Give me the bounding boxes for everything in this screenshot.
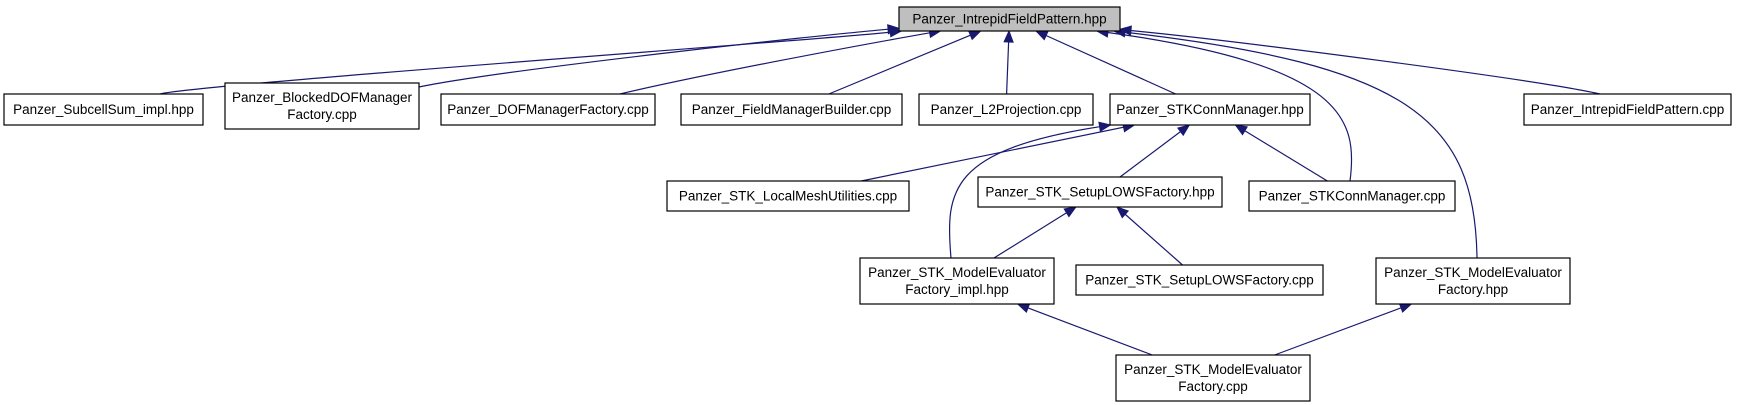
edge-modeleval_cpp-to-modeleval_impl [1016,303,1153,356]
node-label: Panzer_SubcellSum_impl.hpp [13,102,194,117]
node-label: Panzer_STKConnManager.hpp [1116,102,1304,117]
arrowhead [1034,30,1049,41]
edge-line [861,126,1125,182]
node-label: Factory_impl.hpp [905,282,1009,297]
node-box[interactable] [977,176,1223,208]
edge-l2projection-to-root [1003,29,1014,95]
node-label: Panzer_STK_ModelEvaluator [1124,362,1302,377]
node-stkconn_hpp[interactable]: Panzer_STKConnManager.hpp [1109,93,1311,126]
edge-line [1123,31,1478,259]
edge-line [1243,129,1328,182]
edge-line [1044,34,1176,95]
edge-line [1026,306,1153,356]
edge-modeleval_impl-to-setuplows_hpp [993,206,1078,259]
edge-modeleval_impl-to-stkconn_hpp [948,121,1112,259]
node-label: Panzer_L2Projection.cpp [931,102,1082,117]
edge-dofmanager-to-root [619,27,942,95]
node-label: Panzer_FieldManagerBuilder.cpp [692,102,892,117]
edge-blockeddof-to-root [418,24,901,88]
edge-line [1119,130,1182,178]
node-root[interactable]: Panzer_IntrepidFieldPattern.hpp [898,6,1121,32]
arrowhead [1016,303,1031,313]
edge-line [993,211,1068,259]
node-box[interactable] [3,93,204,126]
node-box[interactable] [1523,93,1732,126]
node-box[interactable] [898,6,1121,32]
node-label: Panzer_STK_SetupLOWSFactory.cpp [1085,273,1314,288]
node-box[interactable] [1115,354,1311,402]
node-dofmanager[interactable]: Panzer_DOFManagerFactory.cpp [440,93,656,126]
node-l2projection[interactable]: Panzer_L2Projection.cpp [918,93,1094,126]
edge-modeleval_hpp-to-root [1112,27,1478,259]
node-label: Panzer_STKConnManager.cpp [1259,189,1446,204]
node-label: Panzer_IntrepidFieldPattern.hpp [912,12,1106,27]
edge-line [1006,40,1010,95]
edge-line [159,31,892,95]
node-box[interactable] [1109,93,1311,126]
node-box[interactable] [680,93,903,126]
node-label: Panzer_STK_ModelEvaluator [1384,265,1562,280]
edge-setuplows_hpp-to-stkconn_hpp [1119,124,1191,178]
edge-modeleval_cpp-to-modeleval_hpp [1274,303,1413,356]
node-fieldmanager[interactable]: Panzer_FieldManagerBuilder.cpp [680,93,903,126]
arrowhead [1063,206,1078,218]
node-label: Panzer_IntrepidFieldPattern.cpp [1531,102,1725,117]
edge-line [1124,213,1183,266]
node-localmesh[interactable]: Panzer_STK_LocalMeshUtilities.cpp [666,180,910,212]
node-box[interactable] [666,180,910,212]
node-box[interactable] [440,93,656,126]
node-intrepid_cpp[interactable]: Panzer_IntrepidFieldPattern.cpp [1523,93,1732,126]
edge-line [948,125,1101,259]
edge-line [1274,306,1403,356]
arrowhead [887,24,901,35]
edge-line [619,32,931,95]
arrowhead [1118,25,1132,36]
node-box[interactable] [1248,180,1456,212]
edge-line [1106,31,1353,182]
edge-stkconn_hpp-to-root [1034,30,1176,95]
node-setuplows_cpp[interactable]: Panzer_STK_SetupLOWSFactory.cpp [1075,264,1324,296]
node-box[interactable] [1075,264,1324,296]
arrowhead [967,30,982,41]
node-label: Factory.cpp [287,107,357,122]
node-box[interactable] [1375,257,1571,305]
edge-intrepid_cpp-to-root [1118,25,1601,95]
node-modeleval_impl[interactable]: Panzer_STK_ModelEvaluatorFactory_impl.hp… [859,257,1055,305]
node-box[interactable] [918,93,1094,126]
node-box[interactable] [224,82,420,130]
node-subcellsum[interactable]: Panzer_SubcellSum_impl.hpp [3,93,204,126]
edge-setuplows_cpp-to-setuplows_hpp [1115,206,1183,266]
node-label: Panzer_DOFManagerFactory.cpp [447,102,649,117]
edge-line [828,34,972,95]
nodes-layer: Panzer_IntrepidFieldPattern.hppPanzer_Su… [3,6,1732,402]
edge-localmesh-to-stkconn_hpp [861,122,1136,182]
arrowhead [1098,121,1112,132]
arrowhead [1398,303,1413,313]
node-label: Panzer_STK_ModelEvaluator [868,265,1046,280]
arrowhead [1234,124,1248,136]
edge-stkconn_cpp-to-stkconn_hpp [1234,124,1328,182]
node-label: Panzer_STK_LocalMeshUtilities.cpp [679,189,897,204]
node-label: Factory.hpp [1438,282,1508,297]
node-stkconn_cpp[interactable]: Panzer_STKConnManager.cpp [1248,180,1456,212]
node-label: Factory.cpp [1178,379,1248,394]
arrowhead [1176,124,1191,137]
arrowhead [1003,29,1014,43]
edge-line [1129,29,1601,95]
node-setuplows_hpp[interactable]: Panzer_STK_SetupLOWSFactory.hpp [977,176,1223,208]
node-box[interactable] [859,257,1055,305]
edge-fieldmanager-to-root [828,30,982,95]
node-label: Panzer_BlockedDOFManager [232,90,413,105]
node-label: Panzer_STK_SetupLOWSFactory.hpp [985,185,1214,200]
edge-line [418,28,890,88]
arrowhead [1115,206,1130,219]
